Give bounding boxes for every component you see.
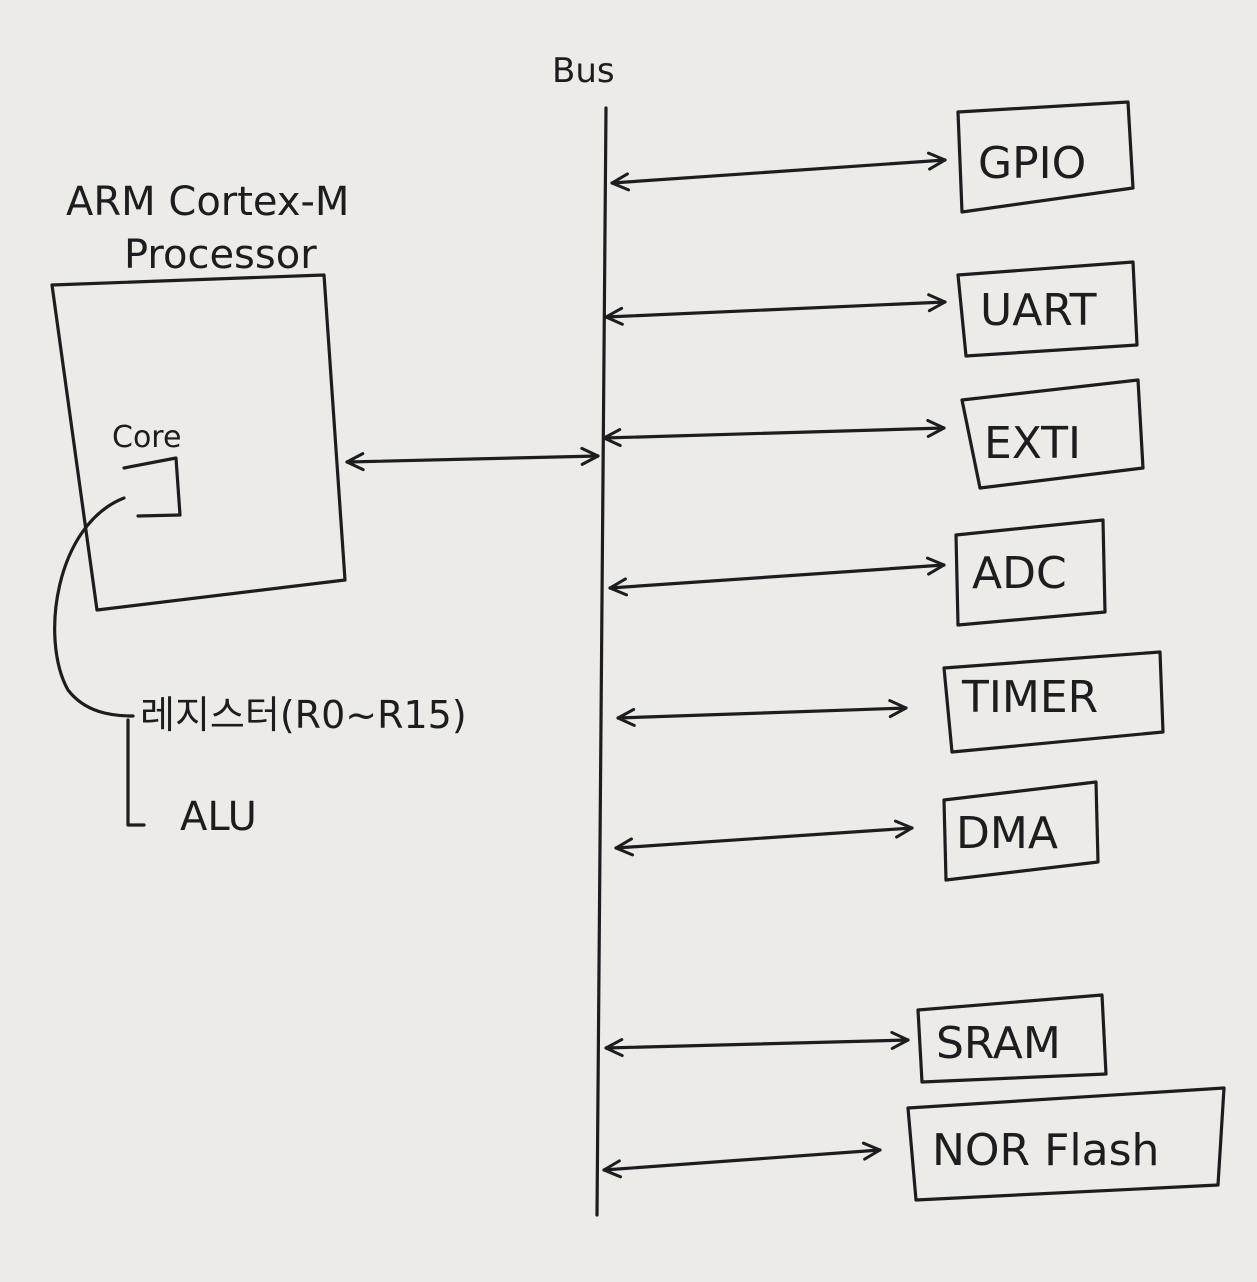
exti-box — [960, 378, 1145, 490]
uart-arrow — [604, 293, 947, 326]
core-label: Core — [112, 420, 181, 455]
register-bracket — [126, 718, 146, 827]
nor-flash-box — [906, 1086, 1226, 1202]
bus-line — [595, 106, 608, 1217]
exti-arrow — [602, 418, 946, 448]
dma-box — [942, 780, 1100, 882]
uart-box — [956, 260, 1139, 358]
uart-label: UART — [980, 285, 1097, 336]
processor-title-line1: ARM Cortex-M — [66, 179, 349, 225]
core-callout-line — [53, 496, 135, 718]
processor-title-line2: Processor — [124, 232, 317, 278]
timer-label: TIMER — [961, 672, 1098, 723]
nor-flash-arrow — [602, 1141, 882, 1179]
processor-bus-arrow — [345, 446, 600, 472]
sram-box — [916, 993, 1108, 1084]
dma-arrow — [614, 819, 914, 857]
adc-box — [954, 518, 1107, 627]
adc-label: ADC — [972, 548, 1067, 599]
register-label: 레지스터(R0~R15) — [140, 693, 467, 737]
sram-label: SRAM — [936, 1018, 1061, 1069]
dma-label: DMA — [956, 808, 1058, 859]
processor-box — [50, 273, 347, 612]
adc-arrow — [608, 556, 946, 597]
gpio-box — [956, 100, 1135, 214]
timer-box — [942, 650, 1165, 754]
gpio-label: GPIO — [978, 138, 1086, 189]
bus-label: Bus — [552, 51, 615, 91]
alu-label: ALU — [180, 794, 257, 840]
gpio-arrow — [610, 151, 947, 192]
sram-arrow — [604, 1030, 910, 1058]
exti-label: EXTI — [984, 418, 1081, 469]
core-box — [122, 456, 182, 518]
nor-flash-label: NOR Flash — [932, 1125, 1159, 1176]
timer-arrow — [616, 699, 908, 727]
